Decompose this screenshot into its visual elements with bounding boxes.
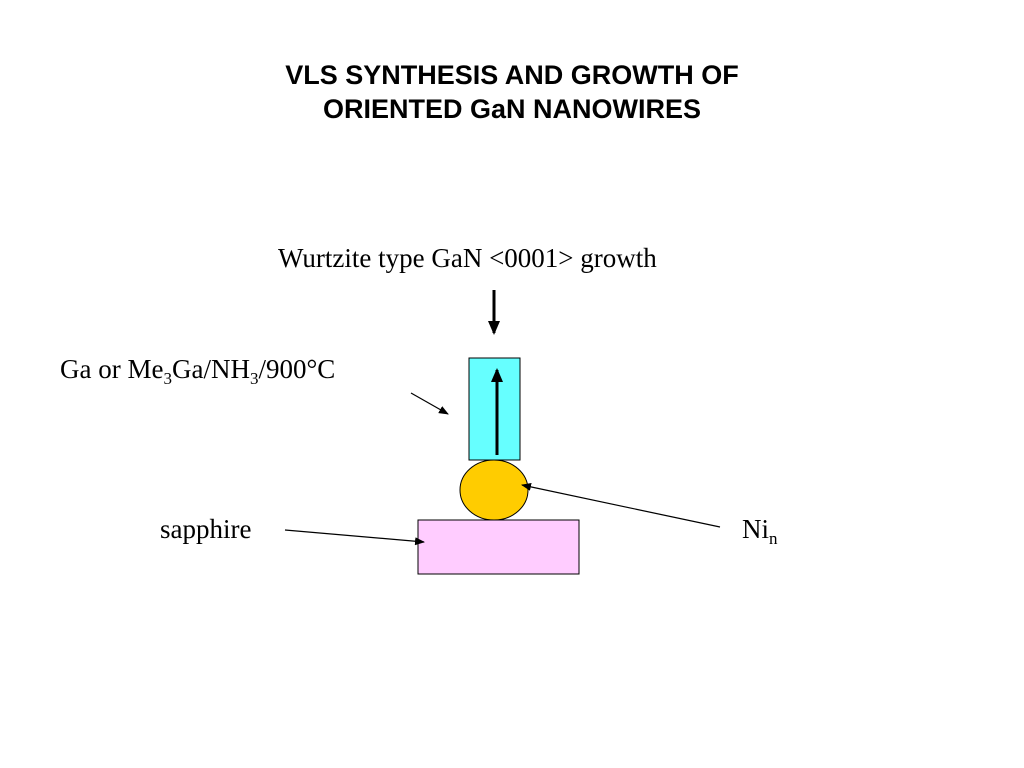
growth-direction-label: Wurtzite type GaN <0001> growth xyxy=(278,243,657,273)
title-line-1: VLS SYNTHESIS AND GROWTH OF xyxy=(285,60,739,90)
slide-title: VLS SYNTHESIS AND GROWTH OF ORIENTED GaN… xyxy=(0,58,1024,126)
sapphire-pointer-arrow xyxy=(284,529,425,546)
synthesis-conditions-label: Ga or Me3Ga/NH3/900°C xyxy=(60,354,336,387)
conditions-part-1: Ga or Me xyxy=(60,354,164,384)
conditions-subscript-1: 3 xyxy=(163,369,172,388)
conditions-pointer-arrow xyxy=(410,392,449,415)
sapphire-label: sapphire xyxy=(160,514,252,544)
ni-pointer-arrow xyxy=(521,482,721,528)
ni-catalyst-droplet xyxy=(459,459,529,521)
catalyst-element: Ni xyxy=(742,514,769,544)
conditions-part-2: Ga/NH xyxy=(171,354,250,384)
catalyst-subscript: n xyxy=(769,529,778,548)
conditions-subscript-2: 3 xyxy=(249,369,259,388)
title-line-2: ORIENTED GaN NANOWIRES xyxy=(322,94,702,124)
sapphire-substrate xyxy=(417,519,580,575)
catalyst-label: Nin xyxy=(742,514,778,547)
gan-nanowire xyxy=(468,357,521,461)
conditions-part-3: /900°C xyxy=(258,354,336,384)
